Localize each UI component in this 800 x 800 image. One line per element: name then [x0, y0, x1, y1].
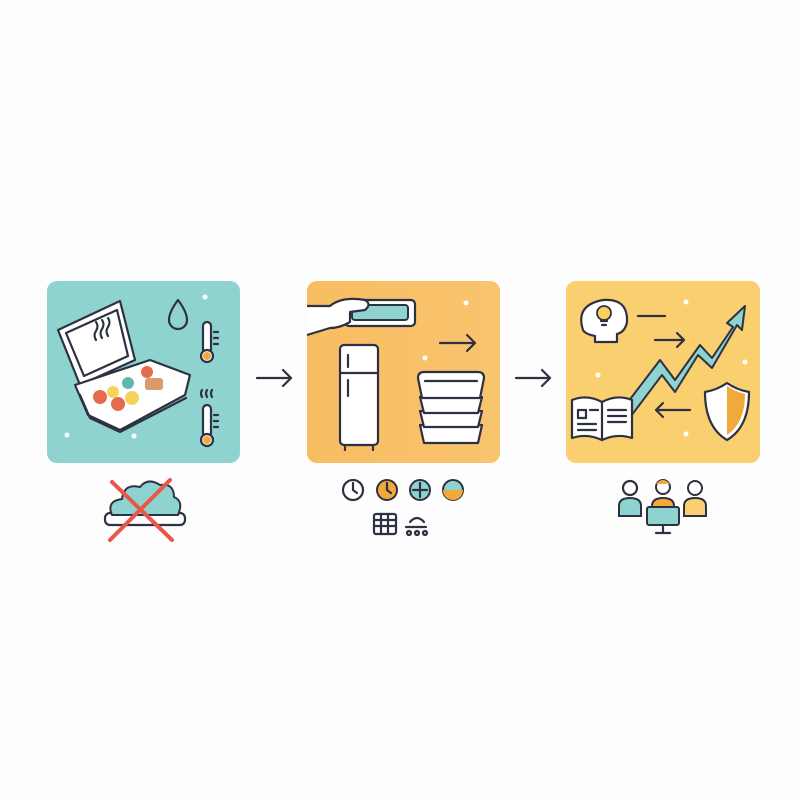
refrigerator-icon — [338, 343, 380, 452]
sparkle-dot — [422, 355, 428, 361]
sparkle-dot — [683, 431, 689, 437]
water-drop-icon — [167, 298, 189, 331]
sparkle-dot — [683, 299, 689, 305]
shield-icon — [703, 381, 751, 442]
thermometer-icon — [199, 320, 220, 364]
arrow-right-icon — [438, 333, 477, 353]
clock-orange-icon — [376, 479, 398, 501]
step-2-panel — [306, 281, 500, 463]
sparkle-dot — [64, 432, 70, 438]
freeze-timer-icon — [409, 479, 431, 501]
fridge-flow-icon — [404, 516, 429, 537]
hand-lid-icon — [306, 297, 417, 337]
step-3-panel — [566, 281, 760, 463]
sparkle-dot — [742, 359, 748, 365]
sparkle-dot — [463, 300, 469, 306]
sparkle-dot — [131, 433, 137, 439]
arrow-right-icon — [514, 368, 552, 388]
sparkle-dot — [595, 372, 601, 378]
head-lightbulb-icon — [580, 298, 629, 344]
arrow-right-icon — [255, 368, 293, 388]
arrow-left-icon — [654, 401, 692, 419]
clock-icon — [341, 478, 365, 502]
stacked-containers-icon — [416, 370, 486, 445]
step-1-panel — [47, 281, 240, 463]
open-book-icon — [570, 396, 634, 442]
sparkle-dot — [202, 294, 208, 300]
thermometer-heat-icon — [199, 388, 220, 448]
calendar-icon — [372, 512, 398, 536]
open-food-container-icon — [56, 299, 192, 434]
arrow-right-icon — [653, 331, 686, 349]
team-people-icon — [618, 479, 707, 535]
moldy-food-crossed-out-icon — [103, 478, 187, 542]
thaw-timer-icon — [442, 479, 464, 501]
